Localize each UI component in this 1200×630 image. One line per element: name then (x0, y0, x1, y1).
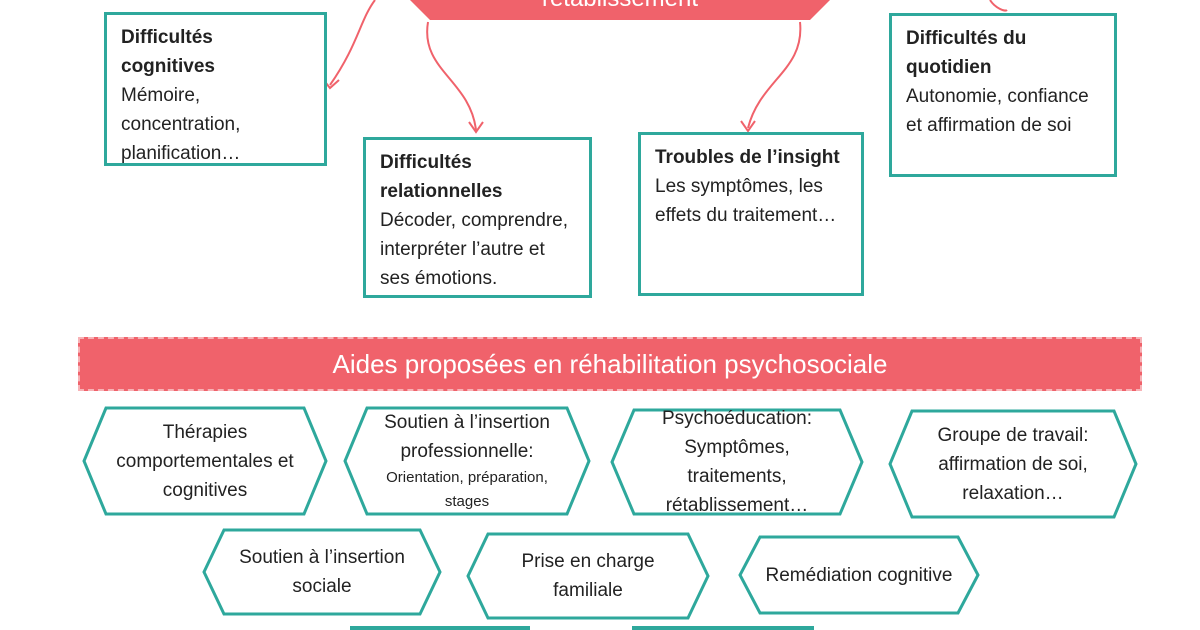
box-daily-difficulties: Difficultés du quotidien Autonomie, conf… (889, 13, 1117, 177)
hex-groupe-travail: Groupe de travail: affirmation de soi, r… (888, 409, 1138, 519)
hex-insertion-sociale: Soutien à l’insertion sociale (202, 528, 442, 616)
partial-hex-bottom-left (350, 626, 530, 630)
hex-outline (202, 528, 442, 616)
box-relational-difficulties: Difficultés relationnelles Décoder, comp… (363, 137, 592, 298)
hex-outline (888, 409, 1138, 519)
box-title: Difficultés du quotidien (906, 28, 1027, 78)
top-banner-shape (410, 0, 830, 20)
hex-outline (343, 406, 591, 516)
arrow-to-cognitive (329, 0, 376, 86)
arrow-to-daily (989, 0, 1008, 12)
hex-outline (466, 532, 710, 620)
hex-title: Remédiation cognitive (765, 564, 953, 586)
box-cognitive-difficulties: Difficultés cognitives Mémoire, concentr… (104, 12, 327, 166)
arrow-to-relational (426, 21, 477, 131)
arrowhead-insight (740, 120, 756, 133)
hex-therapies: Thérapies comportementales et cognitives (82, 406, 328, 516)
top-banner-title: rétablissement (470, 0, 770, 14)
box-insight-troubles: Troubles de l’insight Les symptômes, les… (638, 132, 864, 296)
hex-detail: Symptômes, traitements, rétablissement… (665, 437, 809, 516)
hex-prise-en-charge: Prise en charge familiale (466, 532, 710, 620)
arrow-to-insight (747, 21, 802, 129)
arrowhead-relational (468, 121, 484, 134)
hex-title: Soutien à l’insertion sociale (239, 547, 405, 597)
hex-title: Psychoéducation: (662, 408, 812, 429)
hex-title: Soutien à l’insertion professionnelle: (384, 412, 550, 462)
box-detail: Les symptômes, les effets du traitement… (655, 176, 837, 226)
box-title: Difficultés relationnelles (380, 152, 503, 202)
top-banner: rétablissement (0, 0, 1200, 30)
box-title: Troubles de l’insight (655, 147, 840, 168)
box-title: Difficultés cognitives (121, 27, 215, 77)
hex-insertion-pro: Soutien à l’insertion professionnelle: O… (343, 406, 591, 516)
hex-title: Thérapies comportementales et cognitives (116, 421, 294, 501)
hex-title: Groupe de travail: (937, 424, 1089, 446)
hex-detail: affirmation de soi, relaxation… (938, 453, 1088, 504)
hex-outline (610, 408, 864, 516)
box-detail: Autonomie, confiance et affirmation de s… (906, 86, 1089, 136)
aids-banner: Aides proposées en réhabilitation psycho… (78, 337, 1142, 391)
hex-outline (82, 406, 328, 516)
hex-outline (738, 535, 980, 615)
hex-title: Prise en charge familiale (521, 551, 655, 601)
hex-detail: Orientation, préparation, stages (386, 469, 548, 510)
aids-banner-title: Aides proposées en réhabilitation psycho… (332, 349, 888, 379)
box-detail: Mémoire, concentration, planification… (121, 85, 241, 164)
partial-hex-bottom-right (632, 626, 814, 630)
hex-psychoeducation: Psychoéducation: Symptômes, traitements,… (610, 408, 864, 516)
box-detail: Décoder, comprendre, interpréter l’autre… (380, 210, 568, 289)
hex-remediation: Remédiation cognitive (738, 535, 980, 615)
